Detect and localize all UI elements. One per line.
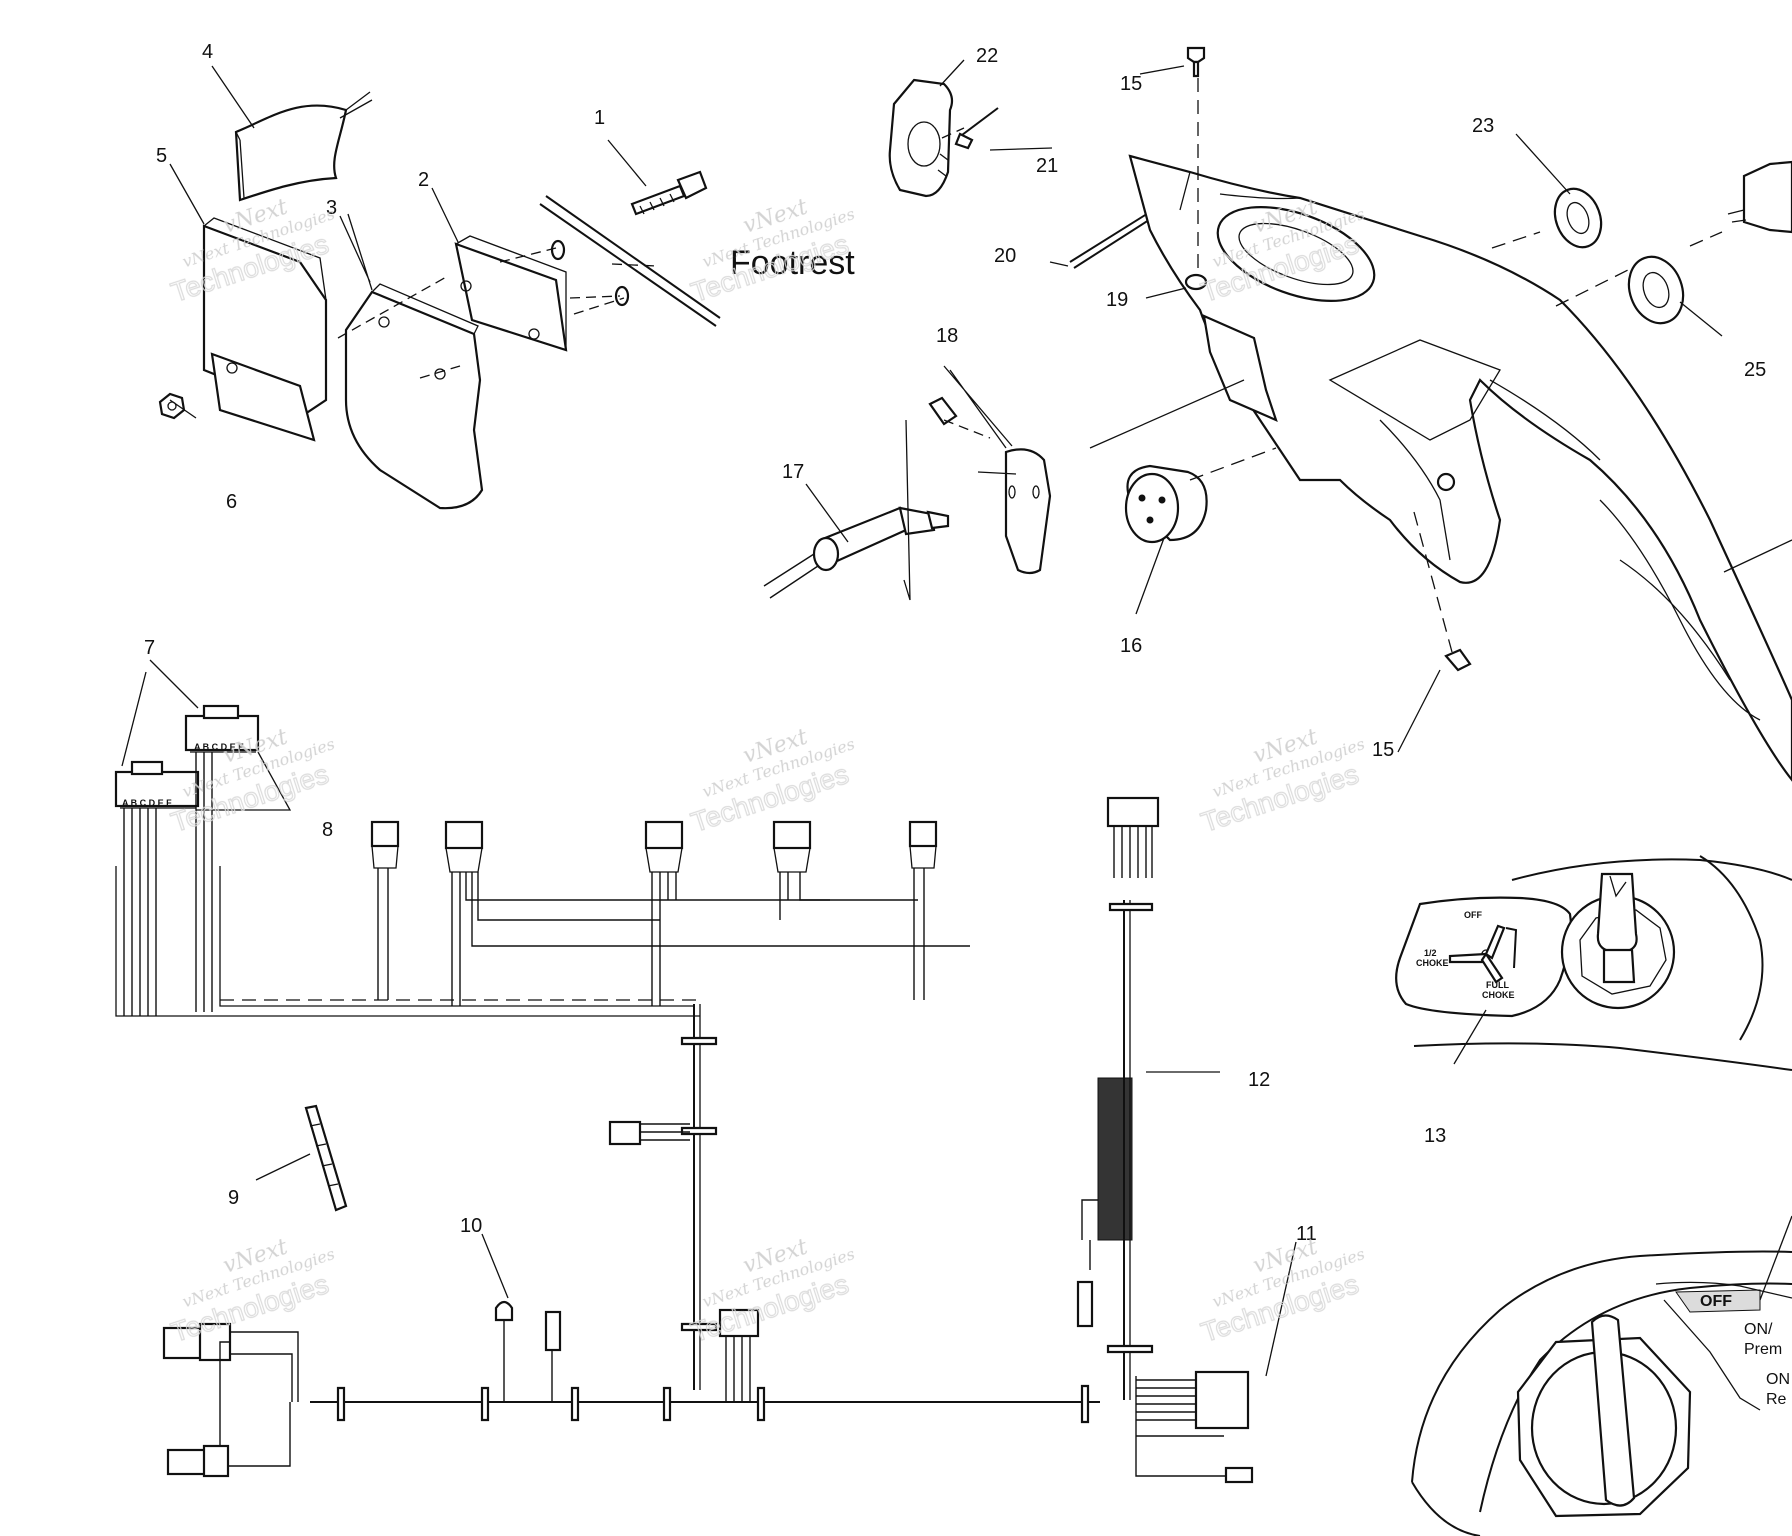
part-7-connectors: A B C D E F A B C D E F <box>114 704 260 809</box>
svg-text:A B C D E F: A B C D E F <box>194 742 244 752</box>
callout-4: 4 <box>202 41 213 63</box>
callout-5: 5 <box>156 145 167 167</box>
part-18-clip <box>928 396 1052 575</box>
callout-numbers: 1 2 3 4 5 6 7 8 9 10 11 12 13 15 15 16 1… <box>144 41 1766 1245</box>
choke-off-label: OFF <box>1464 910 1482 920</box>
choke-full-label-1: FULL <box>1486 980 1509 990</box>
ignition-panel: OFF ON/ Prem ON Re <box>1411 1215 1792 1536</box>
callout-8: 8 <box>322 819 333 841</box>
part-3-block <box>344 283 484 510</box>
part-23-grommet <box>1553 187 1603 249</box>
part-1-bolt <box>630 170 708 216</box>
callout-12: 12 <box>1248 1069 1270 1091</box>
callout-13: 13 <box>1424 1125 1446 1147</box>
callout-10: 10 <box>460 1215 482 1237</box>
callout-21: 21 <box>1036 155 1058 177</box>
part-22-bracket <box>888 78 954 198</box>
callout-11: 11 <box>1296 1223 1317 1245</box>
choke-full-label-2: CHOKE <box>1482 990 1515 1000</box>
switch-off-label: OFF <box>1700 1293 1732 1310</box>
part-4-pad <box>234 91 373 202</box>
footrest-label: Footrest <box>730 244 855 282</box>
callout-23: 23 <box>1472 115 1494 137</box>
part-25-nut <box>1627 255 1685 325</box>
choke-half-label-2: CHOKE <box>1416 958 1449 968</box>
callout-20: 20 <box>994 245 1016 267</box>
switch-parts <box>763 59 1153 601</box>
part-6-nut <box>158 392 186 420</box>
callout-22: 22 <box>976 45 998 67</box>
callout-16: 16 <box>1120 635 1142 657</box>
callout-18: 18 <box>936 325 958 347</box>
callout-1: 1 <box>594 107 605 129</box>
svg-text:A B C D E F: A B C D E F <box>122 798 172 808</box>
footrest-assembly: Footrest <box>158 65 855 510</box>
part-17-switch <box>763 506 950 599</box>
callout-15a: 15 <box>1120 73 1142 95</box>
switch-on-reg-label-1: ON <box>1766 1371 1790 1388</box>
switch-on-reg-label-2: Re <box>1766 1391 1787 1408</box>
callout-15b: 15 <box>1372 739 1394 761</box>
part-16-key-switch <box>1124 464 1208 544</box>
callout-19: 19 <box>1106 289 1128 311</box>
callout-7: 7 <box>144 637 155 659</box>
callout-3: 3 <box>326 197 337 219</box>
part-2-spacer <box>454 235 568 352</box>
callout-9: 9 <box>228 1187 239 1209</box>
choke-half-label-1: 1/2 <box>1424 948 1437 958</box>
switch-on-prem-label-2: Prem <box>1744 1341 1782 1358</box>
wiring-harness: A B C D E F A B C D E F <box>114 659 1297 1484</box>
part-5-plate <box>202 217 328 442</box>
callout-17: 17 <box>782 461 804 483</box>
choke-panel: OFF 1/2 CHOKE FULL CHOKE <box>1395 855 1792 1071</box>
switch-on-prem-label-1: ON/ <box>1744 1321 1773 1338</box>
handlebar-shroud <box>1089 46 1792 782</box>
part-8-connectors <box>370 820 938 873</box>
callout-2: 2 <box>418 169 429 191</box>
callout-25: 25 <box>1744 359 1766 381</box>
callout-6: 6 <box>226 491 237 513</box>
